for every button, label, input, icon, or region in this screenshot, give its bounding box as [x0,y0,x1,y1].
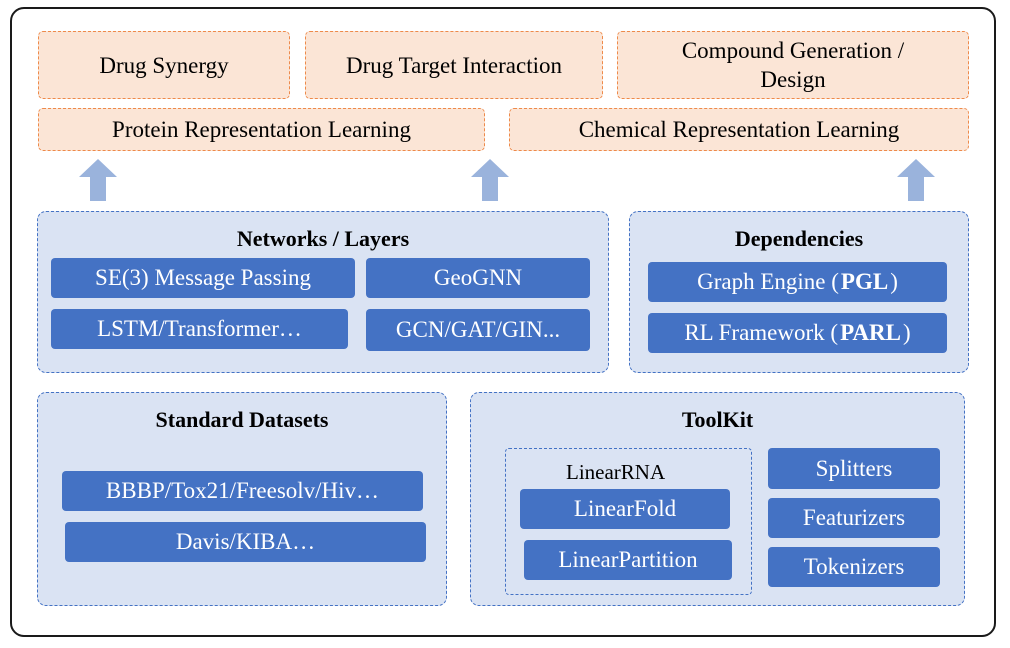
chip-tokenizers: Tokenizers [768,547,940,587]
chip-davis-kiba: Davis/KIBA… [65,522,426,562]
chip-rl-framework: RL Framework (PARL) [648,313,947,353]
chip-linearfold: LinearFold [520,489,730,529]
app-chemical-representation-label: Chemical Representation Learning [578,117,900,142]
chip-gcn-gat-gin: GCN/GAT/GIN... [366,309,590,351]
linear-rna-title: LinearRNA [566,460,666,484]
up-arrow-icon [79,159,117,201]
app-protein-representation-label: Protein Representation Learning [112,117,411,142]
rl-framework-prefix: RL Framework ( [684,320,839,345]
graph-engine-suffix: ) [890,269,898,294]
networks-layers-title: Networks / Layers [236,226,410,251]
app-chemical-representation: Chemical Representation Learning [509,108,969,151]
chip-featurizers: Featurizers [768,498,940,538]
app-protein-representation: Protein Representation Learning [38,108,485,151]
app-drug-synergy: Drug Synergy [38,31,290,99]
chip-graph-engine: Graph Engine (PGL) [648,262,947,302]
app-compound-generation-label: Compound Generation / Design [681,38,905,92]
up-arrow-icon [897,159,935,201]
chip-splitters: Splitters [768,448,940,489]
app-drug-synergy-label: Drug Synergy [99,52,229,78]
up-arrow-icon [471,159,509,201]
rl-framework-parl: PARL [840,320,901,345]
toolkit-title: ToolKit [681,407,754,432]
app-drug-target-interaction: Drug Target Interaction [305,31,603,99]
chip-linearpartition: LinearPartition [524,540,732,580]
chip-se3-message-passing: SE(3) Message Passing [51,258,355,298]
app-drug-target-interaction-label: Drug Target Interaction [346,52,562,78]
standard-datasets-title: Standard Datasets [155,407,329,432]
graph-engine-prefix: Graph Engine ( [697,269,839,294]
chip-geognn: GeoGNN [366,258,590,298]
graph-engine-pgl: PGL [840,269,889,294]
chip-bbbp-tox21: BBBP/Tox21/Freesolv/Hiv… [62,471,423,511]
chip-lstm-transformer: LSTM/Transformer… [51,309,348,349]
app-compound-generation: Compound Generation / Design [617,31,969,99]
rl-framework-suffix: ) [902,320,911,345]
dependencies-title: Dependencies [734,226,864,251]
